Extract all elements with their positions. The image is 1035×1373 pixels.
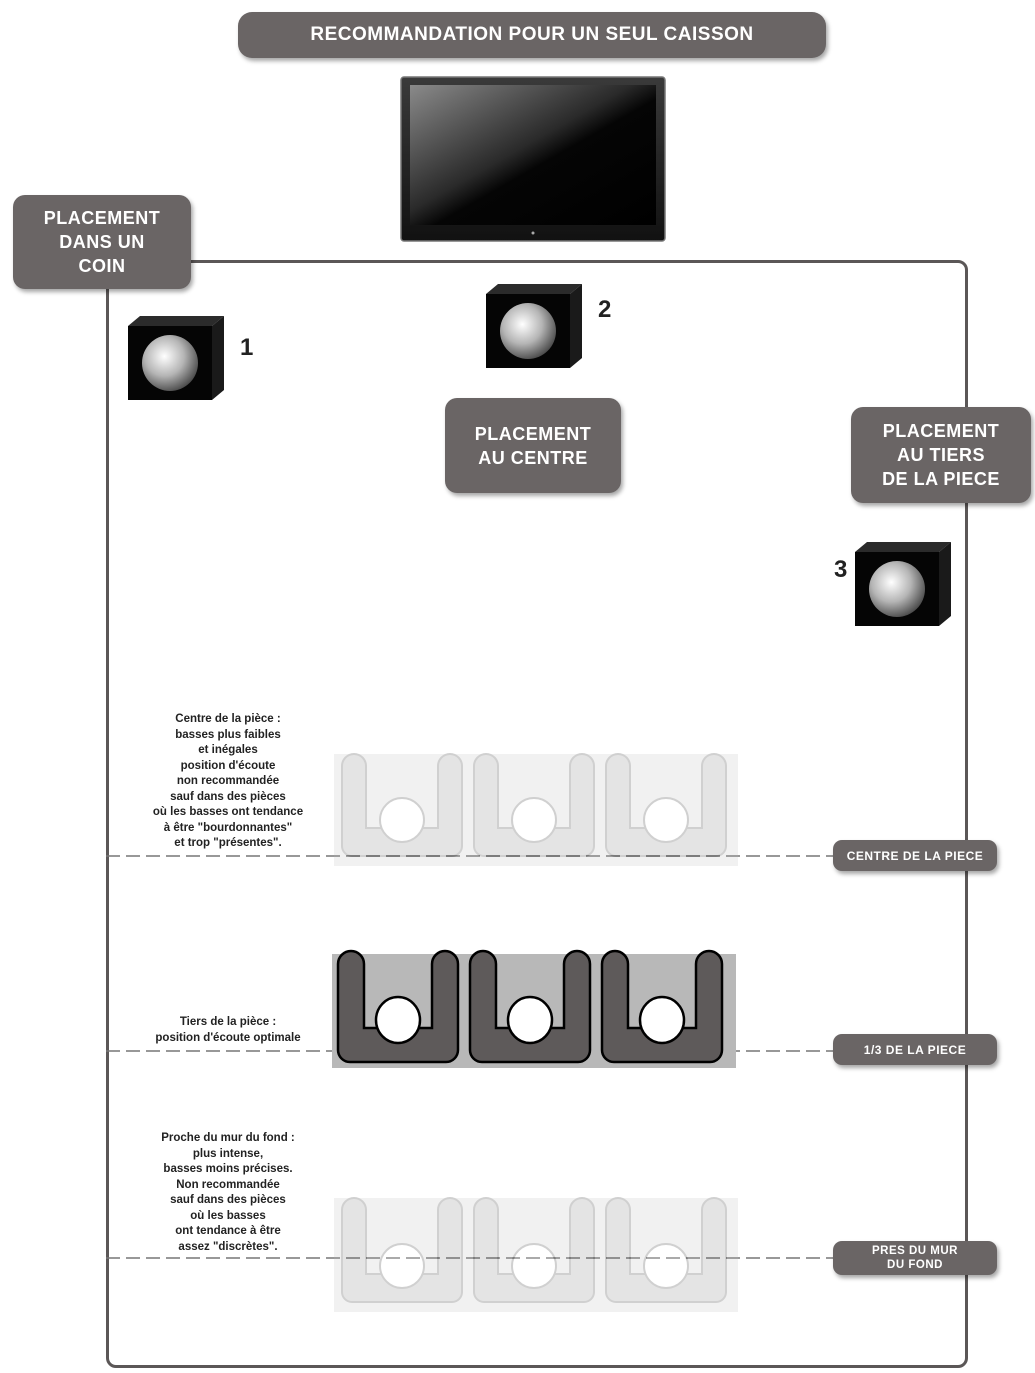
placement-third-line-1: PLACEMENT	[882, 421, 1000, 441]
placement-third-label: PLACEMENT AU TIERS DE LA PIECE	[851, 407, 1031, 503]
row-back-label-line-2: DU FOND	[887, 1259, 943, 1271]
row-back-dashed-line	[106, 1257, 834, 1259]
row-back-label: PRES DU MUR DU FOND	[833, 1241, 997, 1275]
placement-third-line-3: DE LA PIECE	[882, 469, 1000, 489]
diagram-title: RECOMMANDATION POUR UN SEUL CAISSON	[238, 12, 826, 58]
row-back-label-line-1: PRES DU MUR	[871, 1245, 958, 1257]
row-centre-dashed-line	[106, 855, 834, 857]
row-third-label: 1/3 DE LA PIECE	[833, 1034, 997, 1065]
subwoofer-3-number: 3	[834, 556, 848, 583]
tv-icon	[400, 76, 666, 242]
placement-center-line-2: AU CENTRE	[478, 447, 588, 468]
row-back-seats	[334, 1190, 738, 1312]
row-third-note: Tiers de la pièce : position d'écoute op…	[155, 1016, 301, 1044]
subwoofer-2-icon	[484, 282, 584, 372]
subwoofer-1-number: 1	[240, 334, 254, 361]
placement-corner-line-3: COIN	[78, 256, 126, 276]
placement-third-line-2: AU TIERS	[896, 445, 985, 465]
placement-center-line-1: PLACEMENT	[474, 423, 592, 444]
row-centre-label: CENTRE DE LA PIECE	[833, 840, 997, 871]
diagram-title-text: RECOMMANDATION POUR UN SEUL CAISSON	[310, 24, 754, 45]
placement-corner-line-1: PLACEMENT	[43, 208, 161, 228]
placement-corner-label: PLACEMENT DANS UN COIN	[13, 195, 191, 289]
row-back-note: Proche du mur du fond : plus intense, ba…	[161, 1132, 295, 1253]
row-centre-note: Centre de la pièce : basses plus faibles…	[152, 713, 304, 849]
subwoofer-3-icon	[853, 540, 953, 630]
placement-center-label: PLACEMENT AU CENTRE	[445, 398, 621, 493]
row-centre-label-text: CENTRE DE LA PIECE	[846, 848, 984, 863]
subwoofer-1-icon	[126, 314, 226, 404]
room-outline	[106, 260, 968, 1368]
row-third-seats	[332, 946, 736, 1068]
placement-corner-line-2: DANS UN	[59, 232, 145, 252]
row-centre-seats	[334, 746, 738, 866]
row-third-label-text: 1/3 DE LA PIECE	[863, 1042, 967, 1057]
subwoofer-2-number: 2	[598, 296, 612, 323]
